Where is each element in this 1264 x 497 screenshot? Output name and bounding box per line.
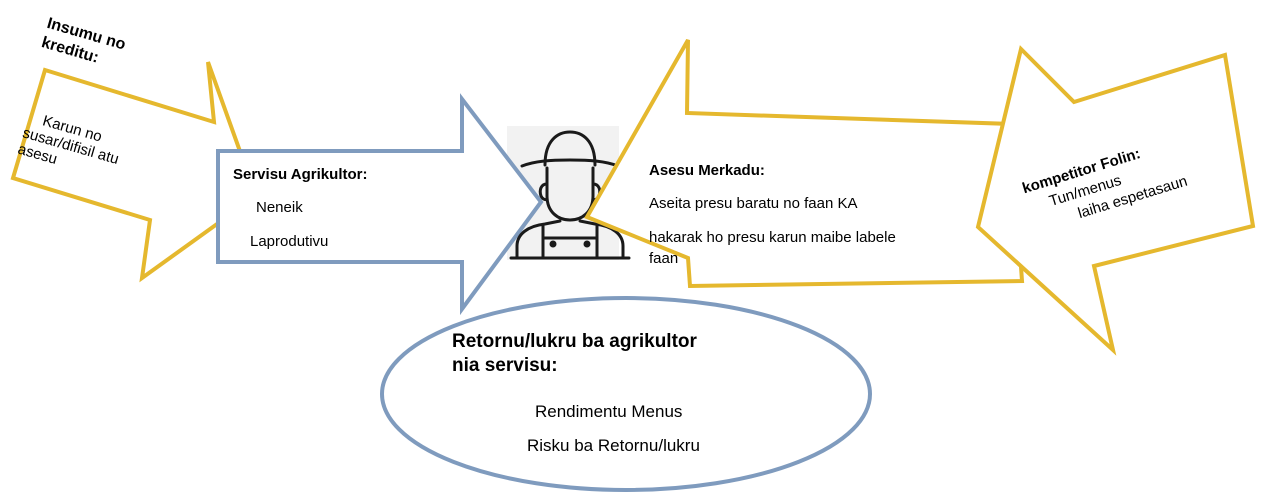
market-line-2: hakarak ho presu karun maibe labele	[649, 229, 896, 246]
services-arrow-title: Servisu Agrikultor:	[233, 166, 368, 183]
services-item-2: Laprodutivu	[250, 233, 329, 250]
services-item-1: Neneik	[256, 199, 303, 216]
market-line-1: Aseita presu baratu no faan KA	[649, 195, 858, 212]
returns-item-1: Rendimentu Menus	[535, 402, 683, 421]
returns-item-2: Risku ba Retornu/lukru	[527, 436, 700, 455]
returns-title-line-1: Retornu/lukru ba agrikultor	[452, 331, 697, 352]
market-arrow-title: Asesu Merkadu:	[649, 162, 765, 179]
returns-title-line-2: nia servisu:	[452, 355, 558, 376]
market-line-3: faan	[649, 250, 679, 267]
